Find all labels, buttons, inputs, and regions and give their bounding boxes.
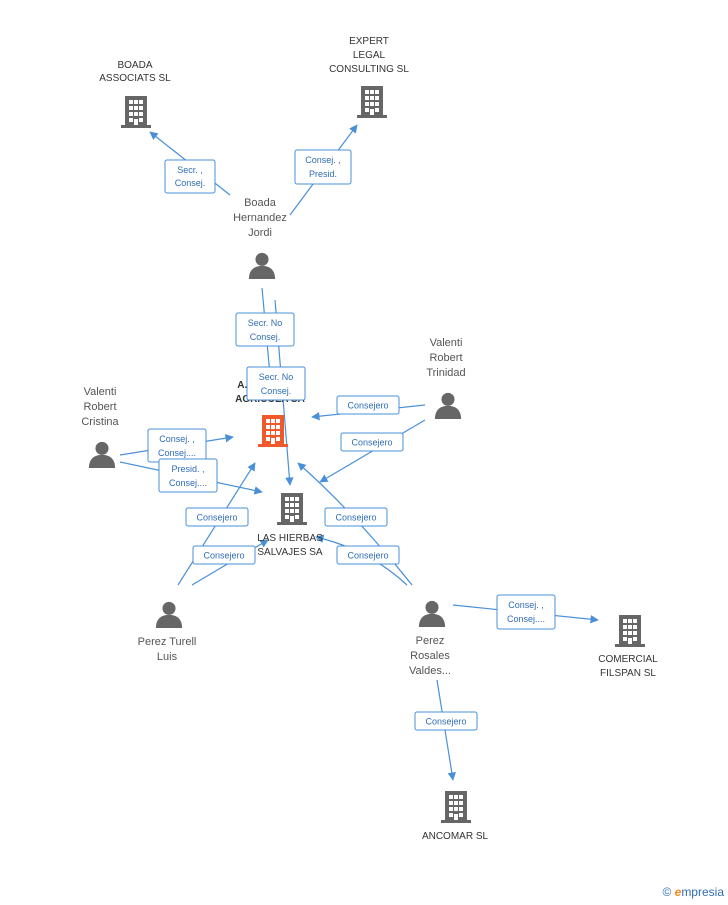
svg-text:Consej. ,: Consej. , xyxy=(508,600,544,610)
edge-label: Presid. , Consej.... xyxy=(158,458,218,493)
company-node-las-hierbas[interactable]: LAS HIERBAS SALVAJES SA xyxy=(257,493,323,558)
company-label: ANCOMAR SL xyxy=(422,831,489,842)
person-node-valenti-trinidad[interactable]: Valenti Robert Trinidad xyxy=(426,337,466,419)
svg-text:Consejero: Consejero xyxy=(425,717,466,727)
edge-label: Consej. , Consej.... xyxy=(496,594,556,630)
person-label: Robert xyxy=(83,401,116,413)
svg-text:Presid.: Presid. xyxy=(309,169,337,179)
empresia-watermark[interactable]: © empresia xyxy=(662,885,724,899)
company-label: COMERCIAL xyxy=(598,654,658,665)
svg-text:Secr. No: Secr. No xyxy=(259,372,294,382)
svg-text:Consej.: Consej. xyxy=(175,178,206,188)
person-icon xyxy=(434,392,462,419)
edge-label: Consej. , Presid. xyxy=(294,149,352,185)
svg-text:Consejero: Consejero xyxy=(347,401,388,411)
svg-text:Consejero: Consejero xyxy=(203,551,244,561)
svg-text:Consej....: Consej.... xyxy=(158,448,196,458)
svg-text:Consej....: Consej.... xyxy=(169,478,207,488)
person-label: Boada xyxy=(244,197,277,209)
edge-label: Consejero xyxy=(336,395,400,415)
person-label: Valenti xyxy=(430,337,463,349)
company-label: ASSOCIATS SL xyxy=(99,73,171,84)
company-node-comercial-filspan[interactable]: COMERCIAL FILSPAN SL xyxy=(598,615,658,679)
company-label: CONSULTING SL xyxy=(329,64,409,75)
building-icon xyxy=(615,615,645,647)
svg-text:Consej.: Consej. xyxy=(250,332,281,342)
company-label: LAS HIERBAS xyxy=(257,533,323,544)
person-label: Trinidad xyxy=(426,367,465,379)
svg-text:Secr. ,: Secr. , xyxy=(177,165,203,175)
svg-text:Consejero: Consejero xyxy=(196,513,237,523)
person-icon xyxy=(155,601,183,628)
svg-text:Consej. ,: Consej. , xyxy=(305,155,341,165)
person-label: Cristina xyxy=(81,416,119,428)
company-label: LEGAL xyxy=(353,50,386,61)
svg-text:Consejero: Consejero xyxy=(335,513,376,523)
person-label: Perez xyxy=(416,635,445,647)
brand-logo-e: e xyxy=(674,885,682,899)
svg-text:Consejero: Consejero xyxy=(351,438,392,448)
edge-label: Consej. , Consej.... xyxy=(147,428,207,463)
company-node-boada-associats[interactable]: BOADA ASSOCIATS SL xyxy=(99,60,171,128)
building-icon xyxy=(258,415,288,447)
person-label: Valenti xyxy=(84,386,117,398)
copyright-icon: © xyxy=(662,885,672,899)
edge-label: Consejero xyxy=(336,545,400,565)
person-node-perez-rosales[interactable]: Perez Rosales Valdes... xyxy=(409,600,451,677)
svg-text:Consej.: Consej. xyxy=(261,386,292,396)
person-label: Luis xyxy=(157,651,178,663)
brand-logo-text: mpresia xyxy=(681,885,724,899)
edge-label-overlay: Secr. No Consej. xyxy=(246,366,306,401)
company-label: FILSPAN SL xyxy=(600,668,656,679)
edge-label: Consejero xyxy=(340,432,404,452)
edge-label: Consejero xyxy=(324,507,388,527)
person-label: Valdes... xyxy=(409,665,451,677)
svg-text:Consejero: Consejero xyxy=(347,551,388,561)
company-node-focus[interactable] xyxy=(258,415,288,447)
edge-label: Consejero xyxy=(414,711,478,731)
edge-label: Secr. , Consej. xyxy=(164,159,216,194)
person-label: Jordi xyxy=(248,227,272,239)
person-label: Perez Turell xyxy=(138,636,197,648)
building-icon xyxy=(277,493,307,525)
person-label: Robert xyxy=(429,352,462,364)
person-node-valenti-cristina[interactable]: Valenti Robert Cristina xyxy=(81,386,120,468)
building-icon xyxy=(357,86,387,118)
person-label: Hernandez xyxy=(233,212,287,224)
company-label: EXPERT xyxy=(349,36,389,47)
company-label: SALVAJES SA xyxy=(257,547,323,558)
svg-text:Consej....: Consej.... xyxy=(507,614,545,624)
building-icon xyxy=(121,96,151,128)
person-label: Rosales xyxy=(410,650,450,662)
svg-text:Presid. ,: Presid. , xyxy=(171,464,204,474)
person-node-boada-hernandez[interactable]: Boada Hernandez Jordi xyxy=(233,197,287,279)
person-icon xyxy=(88,441,116,468)
edge-label: Secr. No Consej. xyxy=(235,312,295,347)
edge-label: Consejero xyxy=(192,545,256,565)
svg-text:Secr. No: Secr. No xyxy=(248,318,283,328)
company-node-expert-legal[interactable]: EXPERT LEGAL CONSULTING SL xyxy=(329,36,409,118)
company-label: BOADA xyxy=(117,60,152,71)
person-icon xyxy=(248,252,276,279)
building-icon xyxy=(441,791,471,823)
person-node-perez-turell[interactable]: Perez Turell Luis xyxy=(138,601,197,663)
edge-label: Consejero xyxy=(185,507,249,527)
svg-text:Consej. ,: Consej. , xyxy=(159,434,195,444)
company-node-ancomar[interactable]: ANCOMAR SL xyxy=(422,791,489,842)
company-label: A... xyxy=(237,380,253,391)
person-icon xyxy=(418,600,446,627)
